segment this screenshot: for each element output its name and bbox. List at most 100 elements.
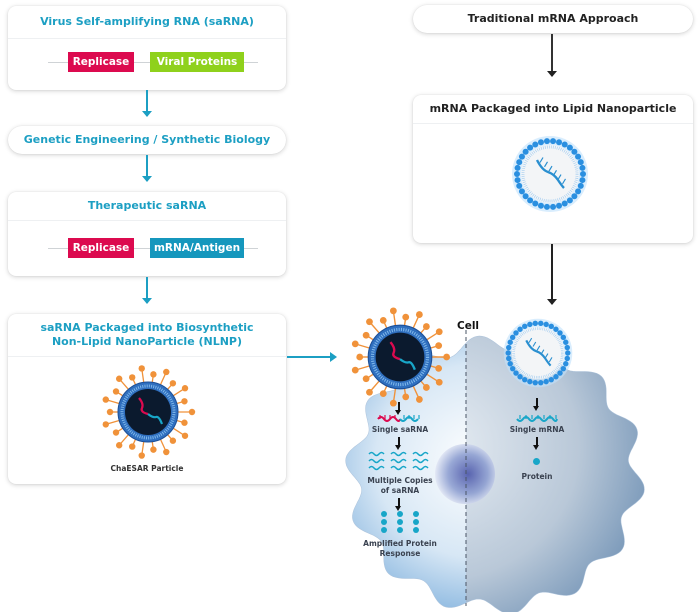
spike-tip xyxy=(362,331,370,339)
single-sarna-label: Single saRNA xyxy=(371,425,429,434)
lipid-head xyxy=(564,355,570,362)
lipid-head xyxy=(522,193,529,200)
spike-tip xyxy=(129,374,136,381)
lipid-head xyxy=(527,197,534,204)
lipid-head xyxy=(563,361,569,367)
spike-tip xyxy=(356,353,364,361)
protein-dot xyxy=(413,527,419,533)
spike-tip xyxy=(112,429,120,436)
spike-tip xyxy=(389,399,397,407)
spike-tip xyxy=(415,396,423,403)
lipid-head xyxy=(517,326,523,332)
spike-tip xyxy=(366,318,373,326)
flow-arrow-right-1 xyxy=(548,34,556,77)
multiple-copies-label-line1: Multiple Copies xyxy=(367,476,433,485)
lipid-head xyxy=(543,203,550,210)
protein-dot xyxy=(413,519,419,525)
nlnp-title-line2: Non-Lipid NanoParticle (NLNP) xyxy=(51,335,243,348)
mrna-base xyxy=(552,170,558,176)
gene-line xyxy=(48,247,68,249)
mrna-base xyxy=(543,161,549,168)
lipid-nanoparticle-icon xyxy=(512,136,588,212)
sarna-teal-strand xyxy=(147,413,164,425)
arrow-to-protein xyxy=(533,437,539,450)
virus-sarna-title: Virus Self-amplifying RNA (saRNA) xyxy=(40,15,254,28)
lipid-head xyxy=(550,203,557,210)
virus-sarna-card: Virus Self-amplifying RNA (saRNA) Replic… xyxy=(8,6,286,90)
mrna-base xyxy=(557,174,562,180)
lipid-head xyxy=(527,321,533,328)
sarna-red-strand xyxy=(389,341,401,361)
cell-left-half xyxy=(345,343,466,608)
lipid-head xyxy=(575,188,582,195)
sarna-copy xyxy=(412,451,429,457)
mrna-base xyxy=(539,157,544,163)
flow-arrow-to-cell-head xyxy=(330,352,337,362)
lipid-head xyxy=(513,330,519,336)
sarna-copy xyxy=(390,465,407,471)
arrow-to-amplified-protein xyxy=(395,498,401,511)
sarna-copy xyxy=(368,465,385,471)
lipid-tails xyxy=(512,327,564,379)
lipid-head xyxy=(532,379,538,386)
flow-arrow-right-2 xyxy=(548,244,556,305)
therapeutic-gene-construct: Replicase mRNA/Antigen xyxy=(48,238,258,258)
mrna-base xyxy=(548,357,553,363)
spike-tip xyxy=(422,323,430,330)
lipid-head xyxy=(543,138,550,145)
protein-dot xyxy=(381,527,387,533)
arrow-to-single-mrna xyxy=(533,398,539,411)
spike-tip xyxy=(379,316,387,324)
spike-tip xyxy=(435,342,443,350)
lipid-head xyxy=(509,365,516,372)
amplified-protein-label-line1: Amplified Protein xyxy=(363,539,437,548)
spike-tip xyxy=(435,378,443,386)
therapeutic-sarna-card-header: Therapeutic saRNA xyxy=(8,192,286,221)
amplified-protein-dots-icon xyxy=(381,511,419,533)
lipid-head xyxy=(506,355,512,362)
sarna-teal-strand xyxy=(399,358,416,371)
lipid-head xyxy=(557,330,563,336)
lipid-head xyxy=(577,182,584,189)
lipid-head xyxy=(509,334,516,341)
traditional-mrna-step: Traditional mRNA Approach xyxy=(413,5,693,33)
spike-tip xyxy=(362,375,370,383)
spike-tip xyxy=(102,396,109,403)
virus-sarna-card-header: Virus Self-amplifying RNA (saRNA) xyxy=(8,6,286,39)
protein-dot xyxy=(397,527,403,533)
mrna-base xyxy=(544,353,549,359)
spike-tip xyxy=(402,313,410,321)
spike-tip xyxy=(351,366,359,374)
virus-gene-construct: Replicase Viral Proteins xyxy=(48,52,258,72)
lipid-head xyxy=(538,379,544,386)
lipid-head xyxy=(565,350,571,356)
spike-tip xyxy=(366,388,373,396)
therapeutic-sarna-title: Therapeutic saRNA xyxy=(87,199,207,212)
particle-core xyxy=(375,332,425,382)
cell-illustration xyxy=(345,330,645,612)
nlnp-card-header: saRNA Packaged into Biosynthetic Non-Lip… xyxy=(8,314,286,357)
lipid-card-header: mRNA Packaged into Lipid Nanoparticle xyxy=(413,95,693,124)
multiple-copies-label-line2: of saRNA xyxy=(380,486,420,495)
mrna-base xyxy=(528,337,533,343)
lipid-head xyxy=(575,153,582,160)
lipid-head xyxy=(543,321,549,328)
lipid-head xyxy=(577,159,584,166)
spike-tip xyxy=(181,419,188,426)
lipid-head xyxy=(527,378,533,385)
chaesar-particle-caption: ChaESAR Particle xyxy=(110,464,184,473)
lipid-head xyxy=(563,339,569,345)
flow-arrow-3 xyxy=(142,277,152,304)
genetic-engineering-title: Genetic Engineering / Synthetic Biology xyxy=(23,133,271,146)
spike-tip xyxy=(389,307,397,315)
spike-tip xyxy=(169,437,177,444)
protein-dot xyxy=(413,511,419,517)
single-sarna-icon xyxy=(377,415,420,422)
lipid-head xyxy=(537,139,544,146)
mrna-base xyxy=(536,345,541,351)
lipid-head xyxy=(518,153,525,160)
lipid-head xyxy=(556,139,563,146)
lipid-head xyxy=(507,361,513,367)
lipid-head xyxy=(564,344,570,351)
spike-tip xyxy=(150,446,157,453)
